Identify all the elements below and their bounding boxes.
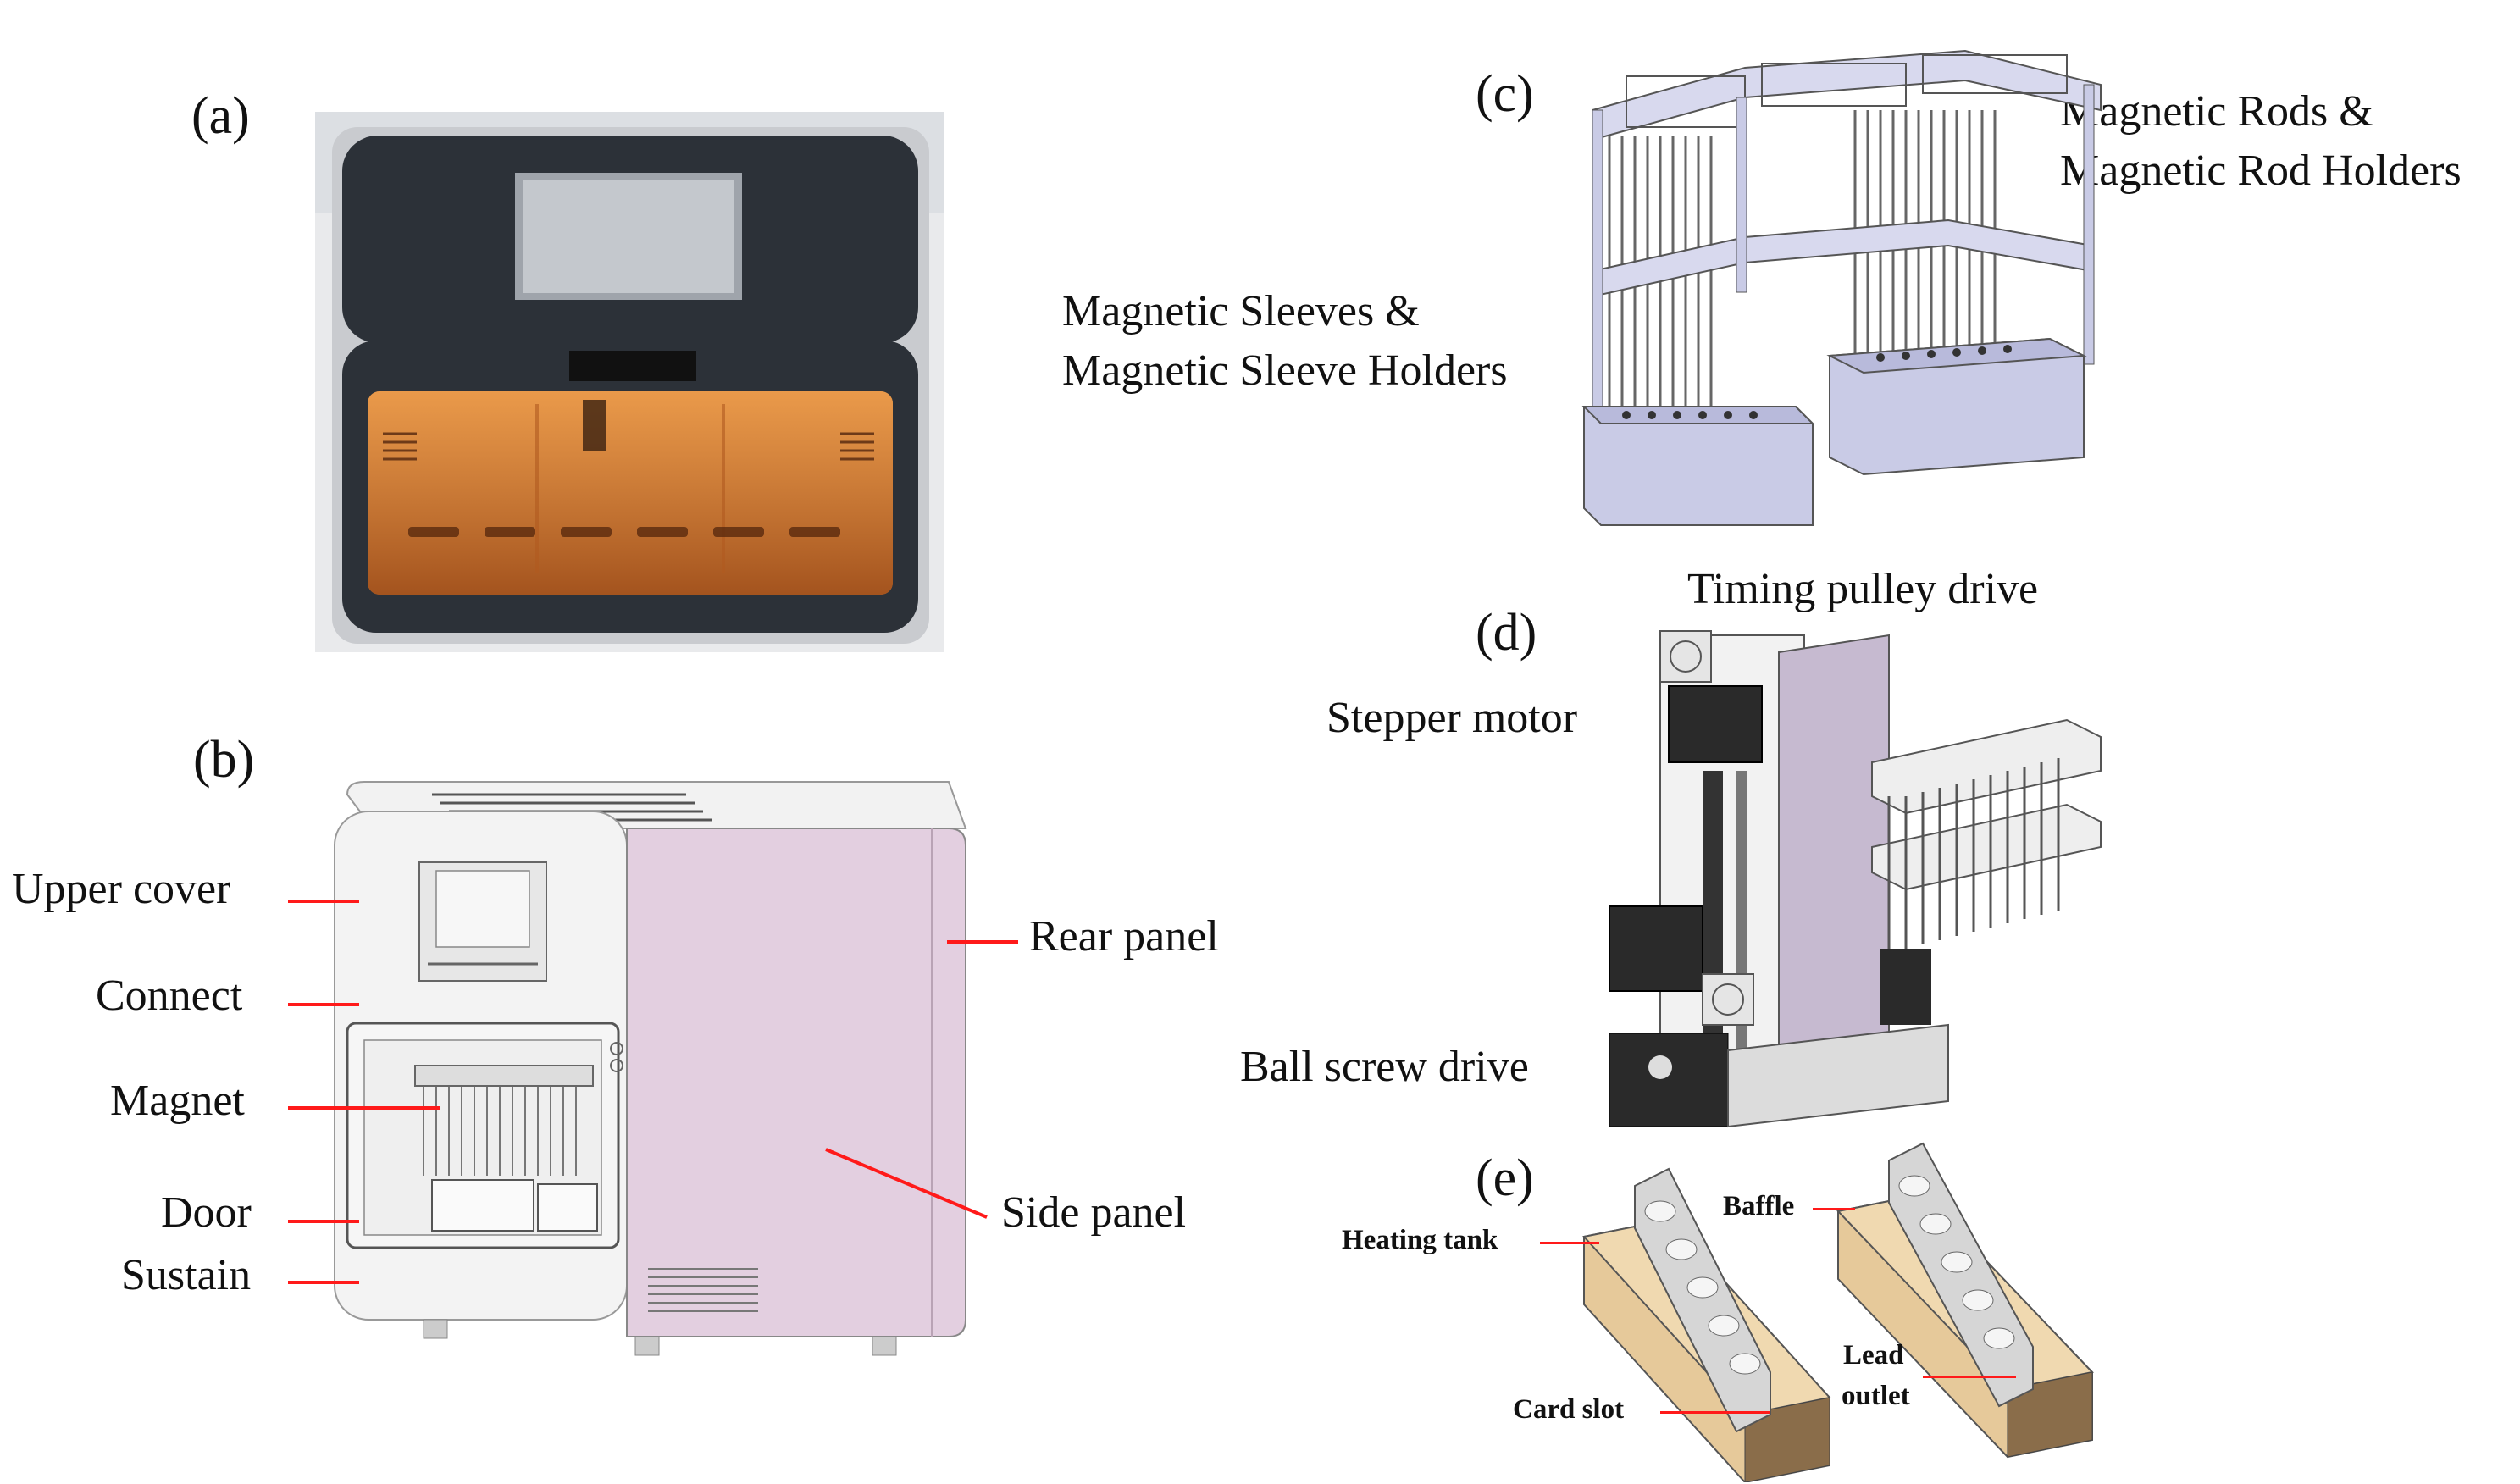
drive-mechanism-drawing	[1609, 630, 2102, 1128]
arrow-magnet	[288, 1106, 440, 1110]
label-sustain: Sustain	[121, 1251, 252, 1299]
instrument-cad-drawing	[334, 781, 967, 1356]
label-magnetic-rods-line2: Magnetic Rod Holders	[2060, 147, 2462, 195]
label-side-panel: Side panel	[1001, 1188, 1187, 1237]
magnetic-rod-assembly-drawing	[1581, 49, 2102, 526]
instrument-photo	[315, 112, 944, 652]
label-stepper-motor: Stepper motor	[1326, 694, 1578, 742]
label-magnetic-rods-line1: Magnetic Rods &	[2060, 87, 2373, 136]
label-door: Door	[161, 1188, 252, 1237]
label-card-slot: Card slot	[1513, 1394, 1625, 1425]
panel-label-d: (d)	[1476, 604, 1537, 662]
panel-label-c: (c)	[1476, 65, 1534, 123]
arrow-connect	[288, 1003, 359, 1006]
label-connect: Connect	[96, 972, 243, 1020]
arrow-lead-outlet	[1923, 1376, 2016, 1378]
arrow-heating-tank	[1540, 1242, 1599, 1244]
label-magnet: Magnet	[110, 1077, 245, 1125]
label-rear-panel: Rear panel	[1029, 912, 1219, 961]
arrow-rear-panel	[947, 940, 1018, 944]
arrow-upper-cover	[288, 900, 359, 903]
label-upper-cover: Upper cover	[12, 865, 231, 913]
arrow-card-slot	[1660, 1411, 1770, 1414]
label-magnetic-sleeves-line1: Magnetic Sleeves &	[1062, 287, 1420, 335]
label-outlet: outlet	[1842, 1381, 1910, 1411]
arrow-baffle	[1813, 1208, 1855, 1210]
arrow-door	[288, 1220, 359, 1223]
arrow-side-panel	[825, 1148, 988, 1219]
panel-label-a: (a)	[191, 87, 250, 145]
label-magnetic-sleeves-line2: Magnetic Sleeve Holders	[1062, 346, 1508, 395]
arrow-sustain	[288, 1281, 359, 1284]
panel-label-e: (e)	[1476, 1149, 1534, 1207]
panel-label-b: (b)	[193, 731, 255, 789]
label-timing-pulley-drive: Timing pulley drive	[1687, 565, 2039, 613]
label-heating-tank: Heating tank	[1342, 1225, 1498, 1255]
label-lead: Lead	[1843, 1340, 1904, 1370]
label-baffle: Baffle	[1723, 1191, 1795, 1221]
label-ball-screw-drive: Ball screw drive	[1240, 1043, 1529, 1091]
heating-module-drawing	[1582, 1142, 2094, 1482]
